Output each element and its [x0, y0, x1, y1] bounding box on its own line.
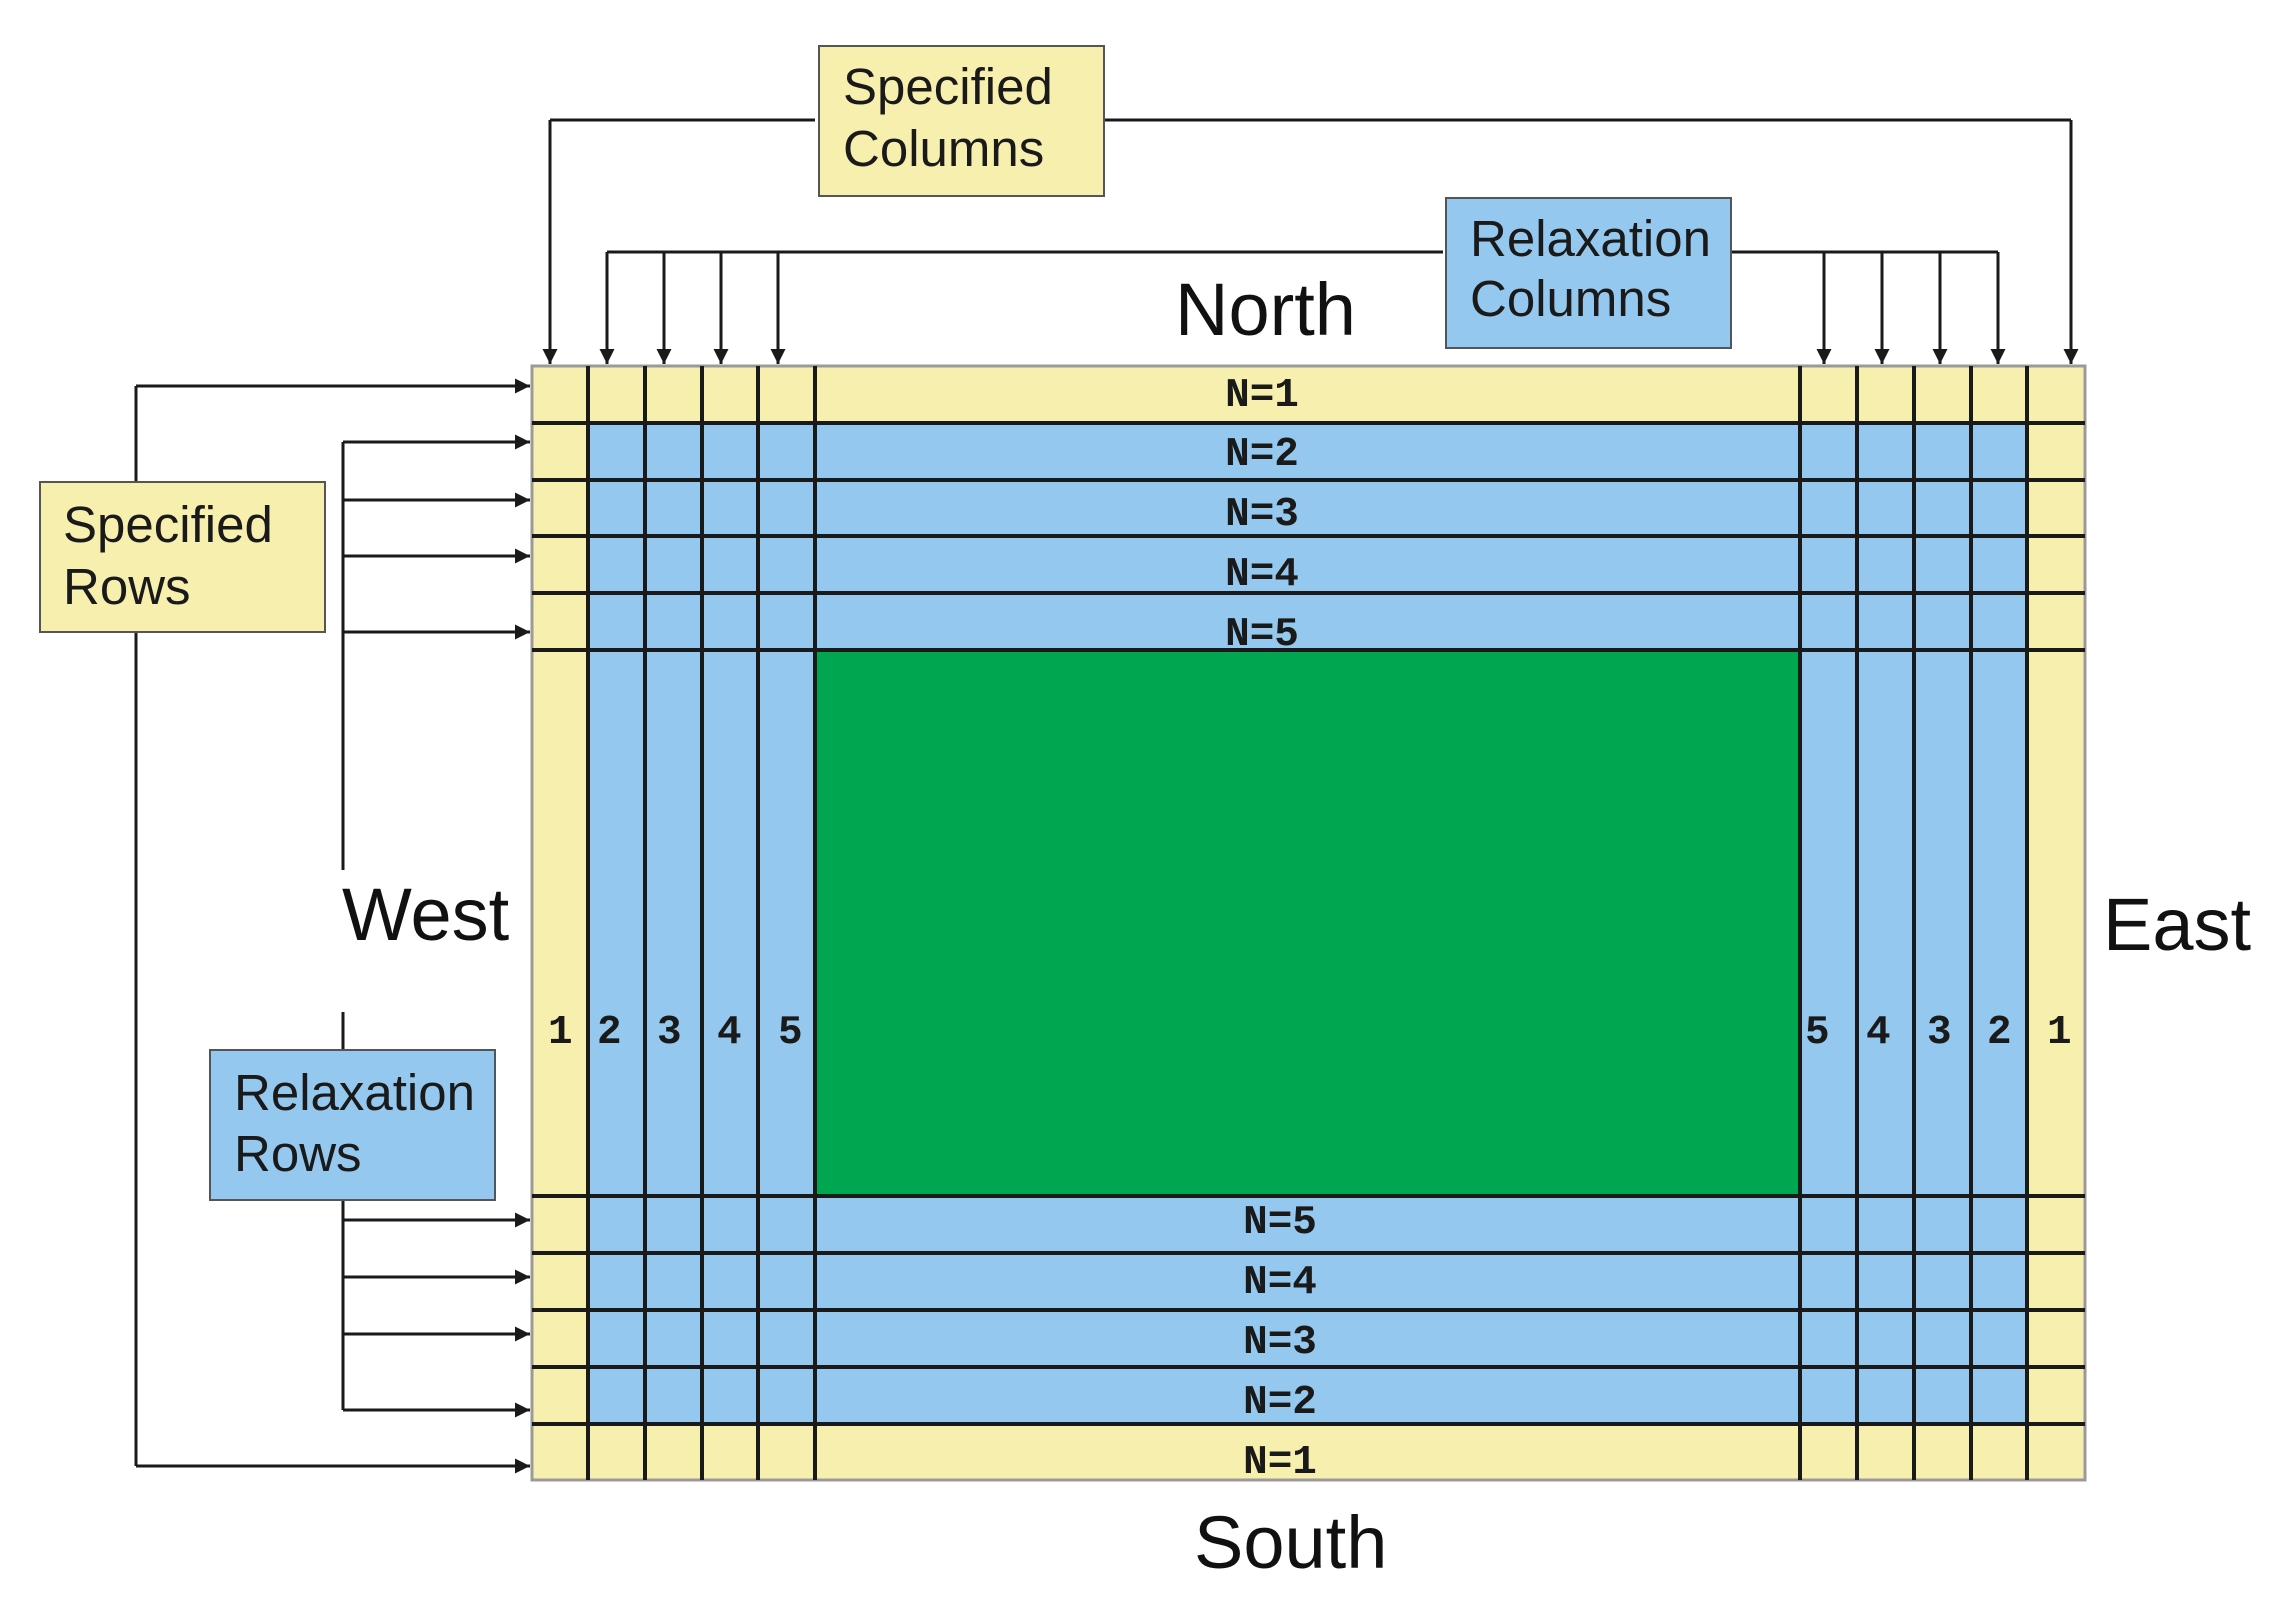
specified-rows-callout: Specified Rows — [39, 481, 326, 633]
specified-columns-connectors — [542, 118, 2079, 364]
relaxation-rows-callout: Relaxation Rows — [209, 1049, 496, 1201]
west-label: West — [342, 873, 510, 956]
column-label: 1 — [548, 1010, 573, 1056]
specified-columns-callout: Specified Columns — [818, 45, 1105, 197]
left-column-labels: 1 2 3 4 5 — [548, 1010, 803, 1056]
column-label: 5 — [1805, 1010, 1830, 1056]
callout-line: Rows — [234, 1125, 362, 1182]
column-label: 3 — [1927, 1010, 1952, 1056]
column-strip-left — [645, 423, 815, 1424]
row-label: N=4 — [1225, 552, 1299, 598]
column-label: 2 — [597, 1010, 622, 1056]
row-label: N=3 — [1225, 492, 1299, 538]
column-label: 2 — [1987, 1010, 2012, 1056]
south-label: South — [1194, 1501, 1387, 1584]
interior-region — [815, 650, 1800, 1196]
callout-line: Relaxation — [1470, 210, 1711, 267]
right-column-labels: 5 4 3 2 1 — [1805, 1010, 2072, 1056]
relaxation-columns-callout: Relaxation Columns — [1445, 197, 1732, 349]
row-label: N=5 — [1225, 612, 1299, 658]
relaxation-columns-connectors — [599, 250, 2006, 364]
callout-line: Columns — [843, 120, 1044, 177]
north-label: North — [1175, 268, 1356, 351]
column-label: 3 — [657, 1010, 682, 1056]
east-label: East — [2103, 883, 2252, 966]
callout-line: Rows — [63, 558, 191, 615]
row-label: N=1 — [1243, 1440, 1317, 1486]
column-label: 4 — [717, 1010, 742, 1056]
row-label: N=3 — [1243, 1320, 1317, 1366]
callout-line: Columns — [1470, 270, 1671, 327]
column-label: 5 — [778, 1010, 803, 1056]
row-label: N=5 — [1243, 1200, 1317, 1246]
row-label: N=4 — [1243, 1260, 1317, 1306]
row-label: N=2 — [1225, 432, 1299, 478]
relaxation-rows-connectors — [341, 434, 530, 1418]
callout-line: Relaxation — [234, 1064, 475, 1121]
top-row-labels: N=1 N=2 N=3 N=4 N=5 — [1225, 373, 1299, 658]
column-label: 4 — [1866, 1010, 1891, 1056]
row-label: N=2 — [1243, 1380, 1317, 1426]
top-row-strip — [588, 366, 2027, 423]
bottom-row-strip — [588, 1424, 2027, 1480]
callout-line: Specified — [63, 496, 273, 553]
row-label: N=1 — [1225, 373, 1299, 419]
column-label: 1 — [2047, 1010, 2072, 1056]
grid-lines — [530, 364, 2087, 1482]
callout-line: Specified — [843, 58, 1053, 115]
grid-fills — [532, 366, 2085, 1480]
bottom-row-labels: N=5 N=4 N=3 N=2 N=1 — [1243, 1200, 1317, 1486]
